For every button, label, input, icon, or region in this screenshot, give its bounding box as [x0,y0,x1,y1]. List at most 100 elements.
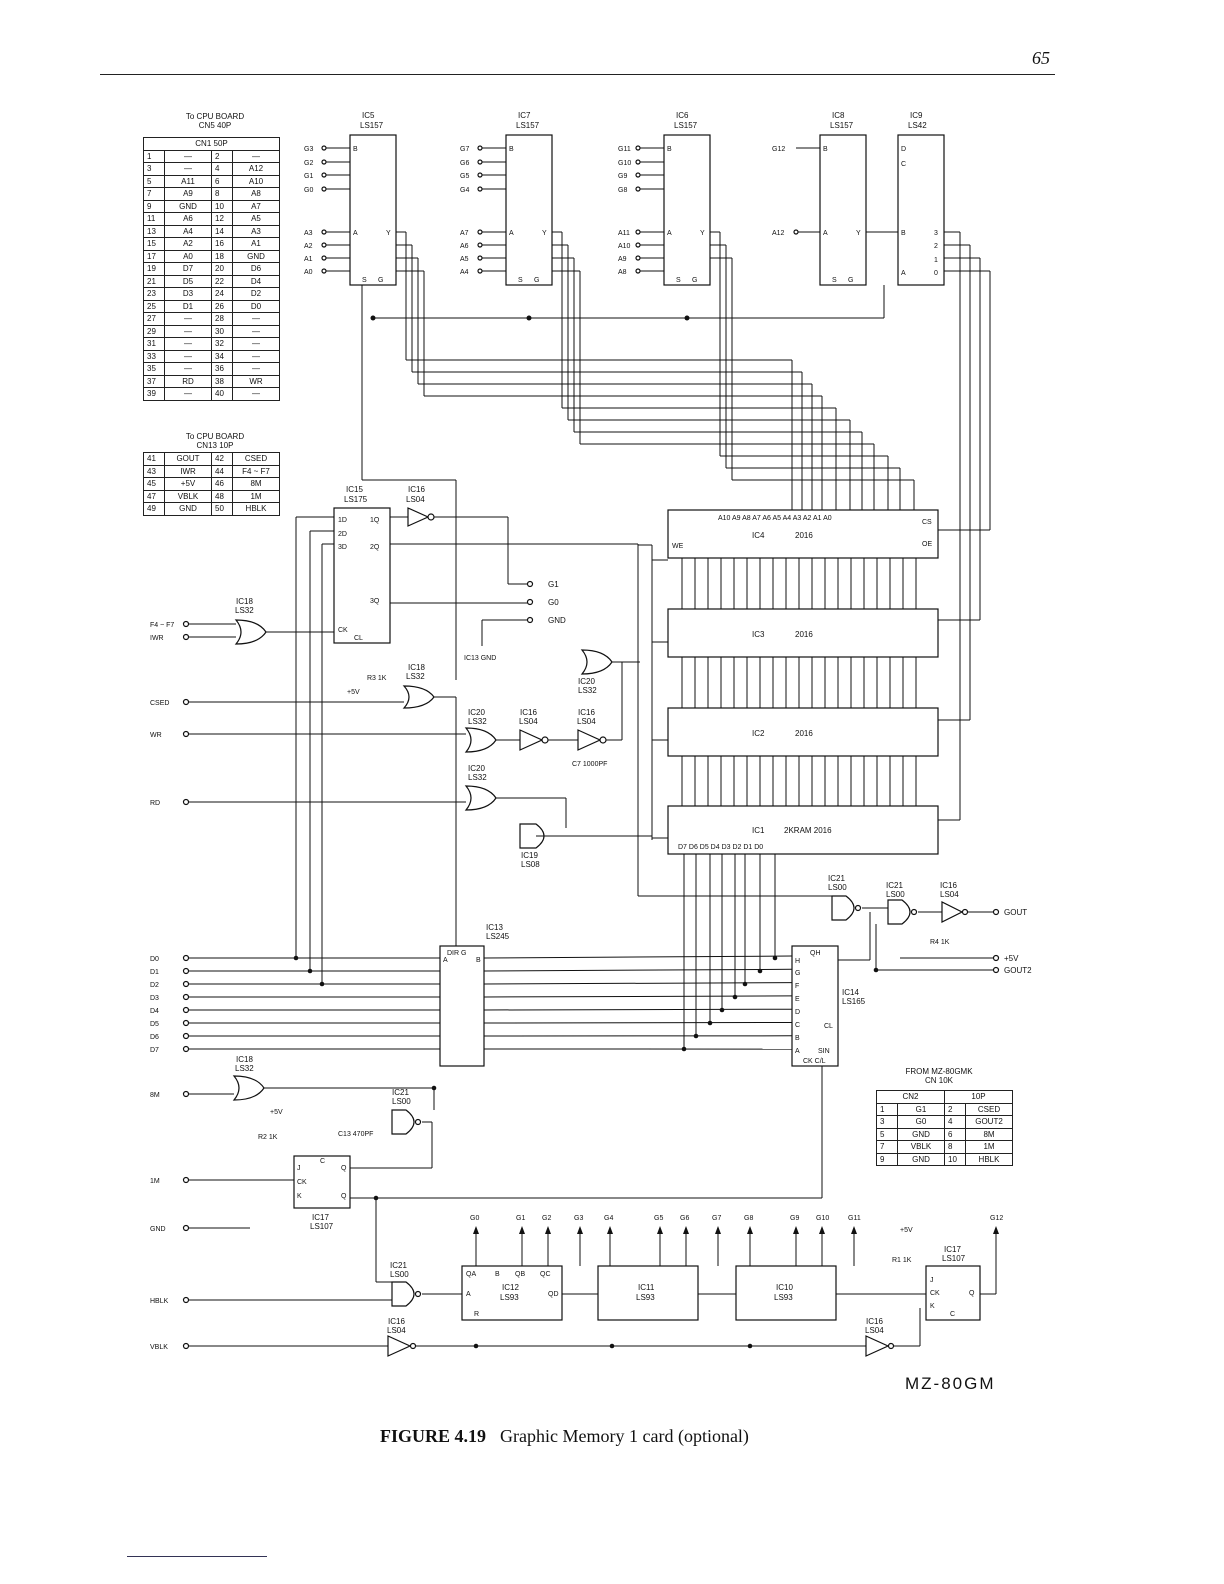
mux-input-ic6_in-2: G9 [618,173,627,180]
svg-text:LS32: LS32 [578,686,597,695]
svg-text:OE: OE [922,541,932,548]
header-rule [100,74,1055,75]
r4-label: R4 1K [930,939,950,946]
mux-input-ic7_in-7: A4 [460,269,469,276]
svg-text:IC16: IC16 [520,708,537,717]
svg-text:IC1: IC1 [752,826,765,835]
counter-out-8: G8 [744,1215,753,1222]
svg-text:3D: 3D [338,544,347,551]
cn5-pin-signal: D2 [232,287,280,301]
svg-text:B: B [901,230,906,237]
ic13-gnd-label: IC13 GND [464,655,496,662]
svg-text:IC18: IC18 [408,663,425,672]
ic9-label: IC9 [910,111,923,120]
svg-text:0: 0 [934,270,938,277]
svg-text:G: G [534,277,539,284]
svg-text:Q: Q [341,1165,347,1172]
svg-text:WE: WE [672,543,684,550]
r2-label: R2 1K [258,1134,278,1141]
svg-text:IC21: IC21 [392,1088,409,1097]
signal-11: D6 [150,1034,159,1041]
svg-text:LS00: LS00 [392,1097,411,1106]
mux-input-ic7_in-5: A6 [460,243,469,250]
svg-text:2016: 2016 [795,729,813,738]
ic5-label: IC5 [362,111,375,120]
svg-text:H: H [795,958,800,965]
svg-text:IC21: IC21 [828,874,845,883]
gout-label: GOUT [1004,908,1027,917]
svg-text:Y: Y [856,230,861,237]
svg-text:IC16: IC16 [866,1317,883,1326]
mux-input-ic7_in-2: G5 [460,173,469,180]
svg-text:LS32: LS32 [235,606,254,615]
svg-text:LS107: LS107 [942,1254,966,1263]
mux-input-ic6_in-4: A11 [618,230,630,237]
svg-text:IC16: IC16 [388,1317,405,1326]
svg-text:LS165: LS165 [842,997,866,1006]
cn5-row: 39—40— [143,387,280,401]
ic16-inverter-bottom-right [865,1335,895,1357]
figure-title: Graphic Memory 1 card (optional) [500,1426,749,1446]
left-signal-labels: F4 ~ F7IWRCSEDWRRDD0D1D2D3D4D5D6D78M1MGN… [150,620,466,1351]
mux-input-ic5_in-7: A0 [304,269,313,276]
ic18-or-gate-3 [232,1075,265,1101]
svg-text:QH: QH [810,950,821,957]
counter-out-12: G12 [990,1215,1003,1222]
misc-wires [264,285,997,1349]
svg-text:IC13: IC13 [486,923,503,932]
svg-text:QB: QB [515,1271,525,1278]
svg-text:D: D [901,146,906,153]
cn5-row: 29—30— [143,324,280,338]
cn2-pin-signal: HBLK [965,1152,1013,1166]
svg-text:IC14: IC14 [842,988,859,997]
svg-text:C: C [795,1022,800,1029]
ic21-nand-3 [391,1109,422,1135]
address-bus-wires [396,231,991,821]
counter-out-4: G4 [604,1215,613,1222]
ic20-or-gate-1 [580,649,613,675]
svg-text:IC20: IC20 [578,677,595,686]
mux-input-ic5_in-5: A2 [304,243,313,250]
page-number: 65 [1032,48,1050,68]
svg-text:IC20: IC20 [468,764,485,773]
r3-label: R3 1K [367,675,387,682]
svg-text:2Q: 2Q [370,544,380,551]
counter-out-5: G5 [654,1215,663,1222]
signal-14: 1M [150,1178,160,1185]
svg-text:F: F [795,983,799,990]
ic7-label: IC7 [518,111,531,120]
mux-input-ic5_in-4: A3 [304,230,313,237]
svg-text:LS04: LS04 [519,717,538,726]
svg-text:2D: 2D [338,531,347,538]
svg-text:CK C/L: CK C/L [803,1058,826,1065]
output-terminals: G1 G0 GND [526,580,566,625]
counter-out-7: G7 [712,1215,721,1222]
ic19-nand-gate [519,823,545,849]
svg-text:G: G [848,277,853,284]
svg-text:S: S [832,277,837,284]
svg-text:LS00: LS00 [886,890,905,899]
svg-text:B: B [495,1271,500,1278]
ic6-label: IC6 [676,111,689,120]
svg-text:S: S [362,277,367,284]
svg-text:E: E [795,996,800,1003]
signal-13: 8M [150,1092,160,1099]
svg-text:LS245: LS245 [486,932,510,941]
svg-text:Y: Y [542,230,547,237]
ic4-addr-pins: A10 A9 A8 A7 A6 A5 A4 A3 A2 A1 A0 [718,515,832,522]
svg-text:IC18: IC18 [236,1055,253,1064]
ic8-type: LS157 [830,121,854,130]
